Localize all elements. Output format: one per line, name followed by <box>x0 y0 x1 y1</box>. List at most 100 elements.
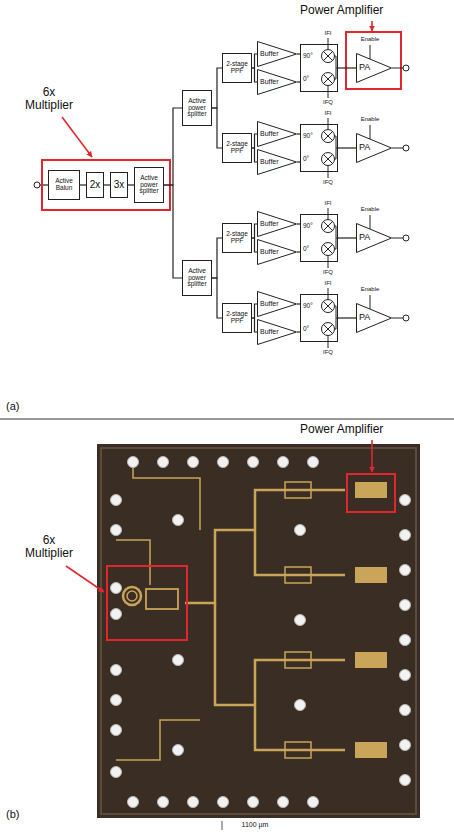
bond-pads <box>111 457 411 808</box>
signal-wire <box>338 67 356 68</box>
chip-traces <box>116 468 345 760</box>
mixer-cross <box>323 324 332 333</box>
buffer-amplifier: Buffer <box>257 319 297 345</box>
triangle-outline <box>357 134 392 163</box>
mixer-circle <box>322 73 335 86</box>
callout-label: Power Amplifier <box>300 4 383 17</box>
signal-wire <box>338 237 356 238</box>
pad <box>111 495 122 506</box>
callout-label: 6x Multiplier <box>20 86 78 112</box>
mixer-symbol <box>301 215 337 261</box>
trace <box>255 705 345 750</box>
iq-mixer-box: 90°0° <box>300 44 338 92</box>
if-pin <box>328 45 329 50</box>
highlight-box <box>107 566 187 640</box>
pad <box>173 515 184 526</box>
node-text: 0° <box>303 76 309 83</box>
mixer-symbol <box>301 295 337 341</box>
signal-wire <box>212 278 222 318</box>
pad <box>188 457 199 468</box>
signal-wire <box>212 68 222 108</box>
port-circle <box>403 235 409 241</box>
power-splitter-box: Active power splitter <box>182 260 212 296</box>
signal-wire <box>252 238 257 252</box>
mixer-symbol <box>301 45 337 91</box>
signal-wire <box>338 147 356 148</box>
callout-label: Power Amplifier <box>300 423 383 436</box>
power-amplifier: PA <box>356 223 392 253</box>
mixer-block <box>285 482 311 498</box>
if-pin <box>328 295 329 300</box>
polyphase-filter-box: 2-stage PPF <box>222 223 252 253</box>
mixer-cross <box>323 74 332 83</box>
pad <box>400 565 411 576</box>
trace <box>116 540 150 585</box>
mixer-circle <box>322 323 335 336</box>
callout-arrow <box>371 21 373 31</box>
mixer-block <box>285 742 311 758</box>
node-text: 90° <box>303 133 313 140</box>
node-text: 0° <box>303 246 309 253</box>
pad <box>308 797 319 808</box>
signal-wire <box>338 317 356 318</box>
mixer-circle <box>322 50 335 63</box>
pad <box>158 797 169 808</box>
node-text: Active power splitter <box>137 175 161 195</box>
mixer-cross <box>323 154 332 163</box>
buffer-amplifier: Buffer <box>257 291 297 317</box>
node-text: 0° <box>303 326 309 333</box>
port-circle <box>403 315 409 321</box>
if-pin <box>328 336 329 341</box>
node-text: Buffer <box>260 78 279 85</box>
node-text: 2-stage PPF <box>225 141 249 155</box>
pins <box>328 38 409 348</box>
mixer-cross <box>323 301 332 310</box>
signal-wire <box>252 54 257 68</box>
mixer-output-wire <box>335 306 338 329</box>
triangle-outline <box>258 212 297 237</box>
mixer-cross <box>323 131 332 140</box>
signal-wire <box>252 148 257 162</box>
signal-name: IFQ <box>318 349 338 356</box>
if-pin <box>328 215 329 220</box>
pad <box>128 457 139 468</box>
iq-mixer-box: 90°0° <box>300 294 338 342</box>
enable-pin <box>370 125 371 139</box>
balun-spiral <box>123 587 141 605</box>
mixer-cross <box>323 221 332 230</box>
node-text: 0° <box>303 156 309 163</box>
signal-name: IFI <box>318 110 338 117</box>
highlight-box <box>42 160 170 210</box>
panel-divider <box>0 419 454 420</box>
node-text: 2-stage PPF <box>225 311 249 325</box>
balun-box: Active Balun <box>48 170 80 200</box>
pa-block <box>355 567 387 583</box>
triangle-outline <box>258 150 297 175</box>
signal-name: IFQ <box>318 269 338 276</box>
power-amplifier: PA <box>356 303 392 333</box>
pa-blocks <box>355 482 387 758</box>
node-text: PA <box>359 63 370 72</box>
mixer-circle <box>322 130 335 143</box>
buffer-amplifier: Buffer <box>257 239 297 265</box>
signal-wire <box>252 318 257 332</box>
highlight-box <box>346 32 401 89</box>
buffer-amplifier: Buffer <box>257 149 297 175</box>
pad <box>218 457 229 468</box>
pad <box>248 797 259 808</box>
output-wire <box>392 238 403 239</box>
trace <box>215 603 255 705</box>
pad <box>218 797 229 808</box>
scale-tick <box>222 821 223 830</box>
signal-wire <box>252 304 257 318</box>
output-wire <box>392 318 403 319</box>
pa-block <box>355 652 387 668</box>
polyphase-filter-box: 2-stage PPF <box>222 133 252 163</box>
pad <box>111 695 122 706</box>
callout-label: 6x Multiplier <box>20 534 78 560</box>
signal-wire <box>252 134 257 148</box>
callout-arrow <box>371 440 373 472</box>
triangle-outline <box>258 320 297 345</box>
callout-arrow <box>62 117 92 157</box>
panel-label: (a) <box>6 400 19 412</box>
